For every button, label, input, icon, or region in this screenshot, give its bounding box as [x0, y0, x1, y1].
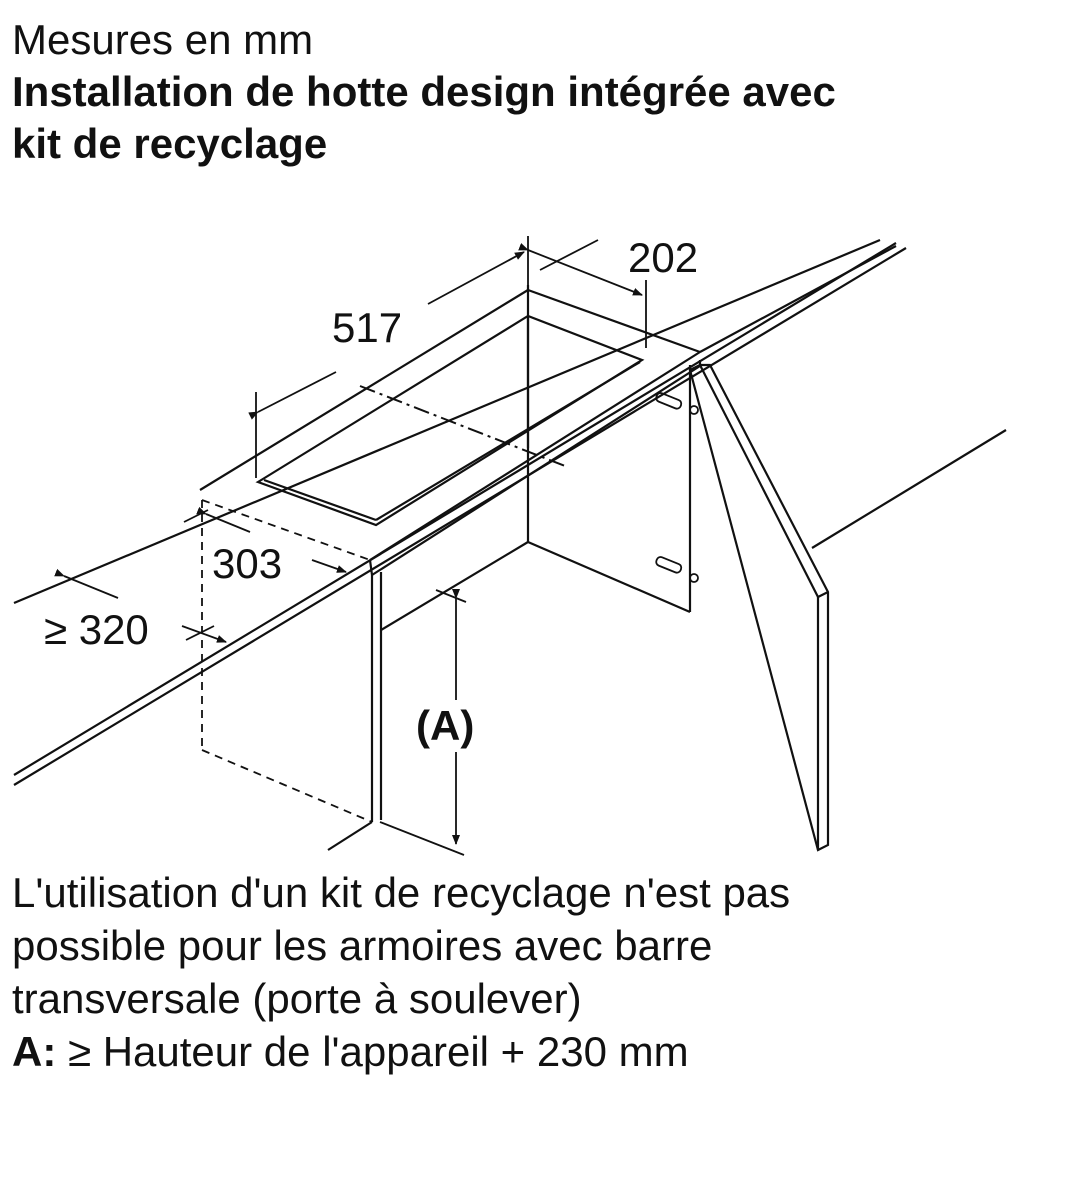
label-303: 303: [212, 540, 282, 587]
legend-A: A: ≥ Hauteur de l'appareil + 230 mm: [12, 1025, 1062, 1078]
hood-outline-dashed: [201, 499, 373, 823]
dimension-lines: [54, 236, 647, 856]
hinge-top-icon: [655, 392, 683, 410]
dimension-labels: 202 517 303 ≥ 320 (A): [44, 234, 698, 749]
cabinet-door: [688, 363, 1007, 852]
label-202: 202: [628, 234, 698, 281]
label-A: (A): [416, 702, 474, 749]
cabinet-body: [327, 285, 702, 851]
legend-key: A:: [12, 1028, 57, 1075]
page-title: Installation de hotte design intégrée av…: [12, 66, 1062, 170]
units-label: Mesures en mm: [12, 16, 314, 63]
worktop: [13, 238, 907, 786]
title-line-1: Installation de hotte design intégrée av…: [12, 68, 836, 115]
title-line-2: kit de recyclage: [12, 120, 328, 167]
label-min-320: ≥ 320: [44, 606, 149, 653]
note-line-3: transversale (porte à soulever): [12, 975, 582, 1022]
header: Mesures en mm Installation de hotte desi…: [12, 14, 1062, 170]
note-line-1: L'utilisation d'un kit de recyclage n'es…: [12, 869, 791, 916]
cutout-opening: [199, 288, 701, 527]
note-line-2: possible pour les armoires avec barre: [12, 922, 713, 969]
hood-centerline: [359, 385, 566, 467]
hinge-bottom-icon: [655, 556, 683, 574]
footer-notes: L'utilisation d'un kit de recyclage n'es…: [12, 866, 1062, 1078]
label-517: 517: [332, 304, 402, 351]
installation-diagram: 202 517 303 ≥ 320 (A): [13, 234, 1007, 856]
door-hinges: [655, 392, 699, 583]
legend-text: ≥ Hauteur de l'appareil + 230 mm: [56, 1028, 689, 1075]
